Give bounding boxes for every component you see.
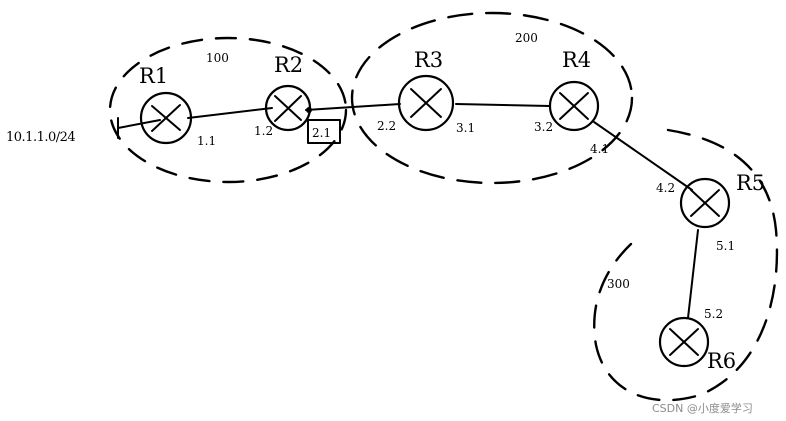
router-r2-icon <box>264 84 312 132</box>
router-r5-icon <box>679 177 731 229</box>
ip-r3-r4-right: 3.2 <box>534 120 553 134</box>
ip-r4-r5-bottom: 4.2 <box>656 181 675 195</box>
as100-boundary <box>108 36 348 184</box>
as300-label: 300 <box>607 277 630 291</box>
router-r5-label: R5 <box>736 171 765 195</box>
router-r6-label: R6 <box>707 349 736 373</box>
stub-link <box>117 119 161 129</box>
router-r6-icon <box>658 316 710 368</box>
router-r2-label: R2 <box>274 53 303 77</box>
ip-r1-r2-right: 1.2 <box>254 124 273 138</box>
watermark: CSDN @小度爱学习 <box>652 401 753 415</box>
as100-label: 100 <box>206 51 229 65</box>
ip-r3-r4-left: 3.1 <box>456 121 475 135</box>
router-r1-label: R1 <box>139 64 168 88</box>
as300-boundary <box>593 128 779 402</box>
link-r4-r5 <box>593 121 693 191</box>
router-r4-icon <box>548 80 600 132</box>
router-r1-icon <box>139 91 193 145</box>
link-r5-r6 <box>687 229 699 319</box>
router-r3-label: R3 <box>414 48 443 72</box>
ip-r4-r5-top: 4.1 <box>590 142 609 156</box>
link-r2-r3 <box>305 103 401 111</box>
ip-r2-r3-right: 2.2 <box>377 119 396 133</box>
link-r3-r4 <box>455 103 551 107</box>
as200-label: 200 <box>515 31 538 45</box>
link-r1-r2 <box>187 107 273 119</box>
ip-r2-r3-box: 2.1 <box>312 126 331 140</box>
as200-boundary <box>350 11 634 185</box>
interface-2-1-box <box>307 119 341 144</box>
router-r4-label: R4 <box>562 48 591 72</box>
network-label: 10.1.1.0/24 <box>6 130 75 145</box>
ip-r5-r6-bottom: 5.2 <box>704 307 723 321</box>
router-r3-icon <box>397 74 455 132</box>
ip-r5-r6-top: 5.1 <box>716 239 735 253</box>
ip-r1-r2-left: 1.1 <box>197 134 216 148</box>
